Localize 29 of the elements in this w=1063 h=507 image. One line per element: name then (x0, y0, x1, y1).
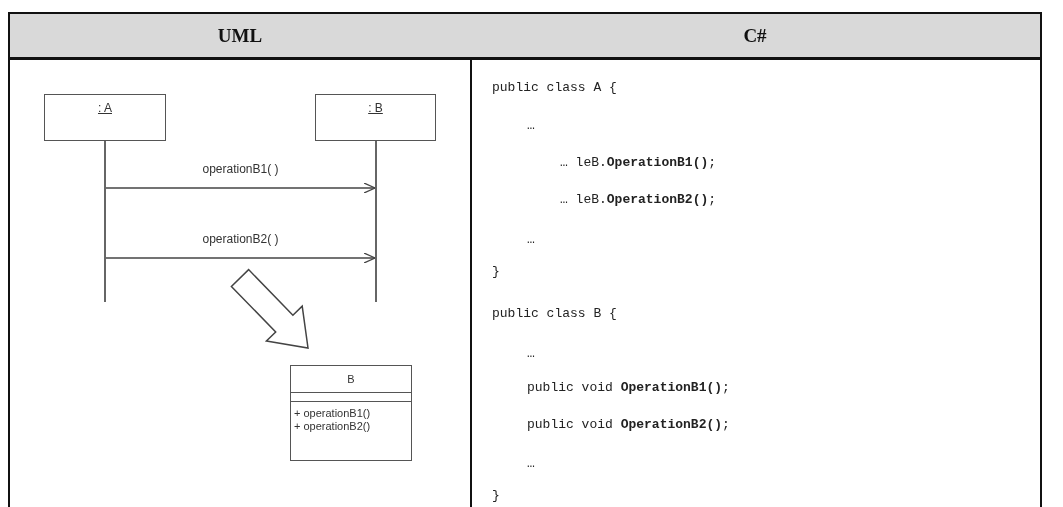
object-name: : A (98, 101, 112, 117)
edge-label: operationB2( ) (200, 232, 281, 246)
message-arrow (105, 252, 376, 264)
object-box (315, 94, 436, 141)
object-box (44, 94, 166, 141)
code-line: } (492, 488, 500, 503)
lifeline (375, 141, 377, 302)
class-box (290, 365, 412, 461)
code-line: … (527, 456, 535, 471)
lifeline (104, 141, 106, 302)
object-name: : B (368, 101, 383, 117)
code-line: public class A { (492, 80, 617, 95)
code-line: … (527, 118, 535, 133)
column-header: UML (217, 24, 263, 47)
operation-text: + operationB1() (294, 407, 371, 419)
code-line: … leB.OperationB1(); (560, 155, 717, 170)
class-name: B (347, 373, 355, 385)
code-line: public void OperationB2(); (527, 417, 730, 432)
code-line: public class B { (492, 306, 617, 321)
code-line: … (527, 346, 535, 361)
code-line: … (527, 232, 535, 247)
code-line: } (492, 264, 500, 279)
transform-arrow (230, 268, 309, 349)
code-line: public void OperationB1(); (527, 380, 730, 395)
edge-label: operationB1( ) (200, 162, 281, 176)
operation-text: + operationB2() (294, 420, 371, 432)
code-line: … leB.OperationB2(); (560, 192, 717, 207)
message-arrow (105, 182, 376, 194)
column-header: C# (743, 24, 767, 47)
